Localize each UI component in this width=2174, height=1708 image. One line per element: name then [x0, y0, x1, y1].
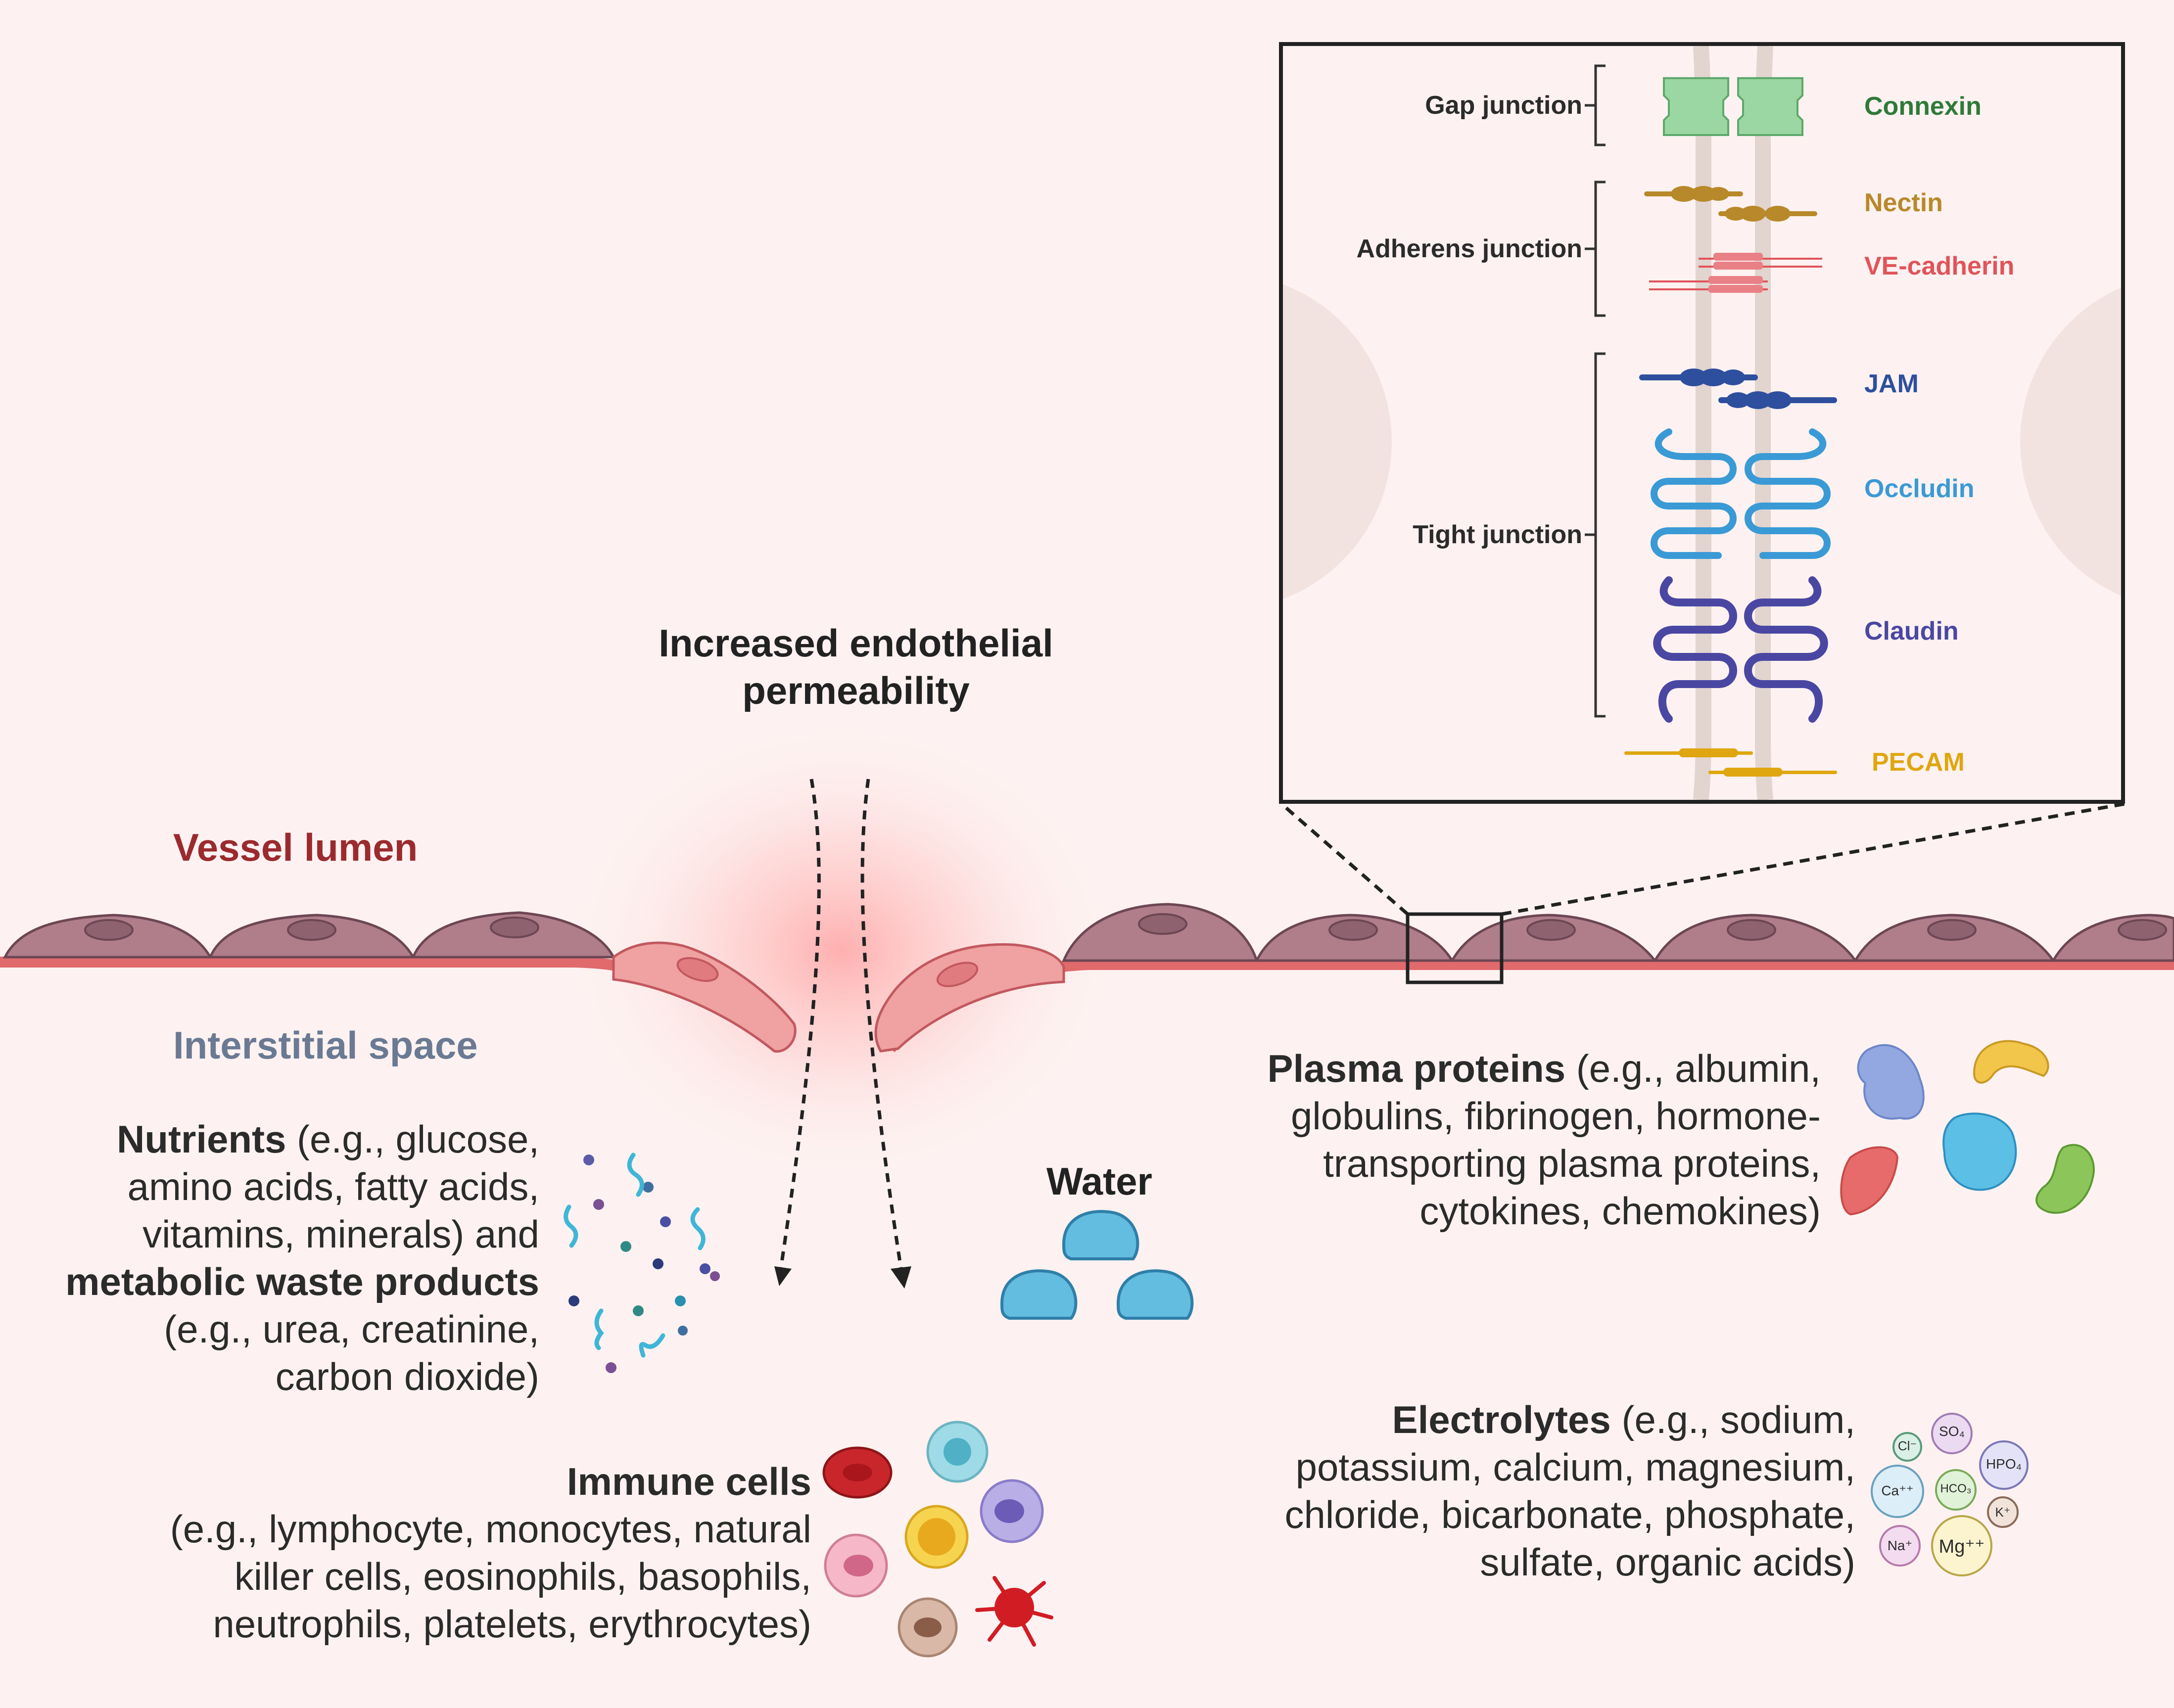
immune-cells-text: Immune cells (e.g., lymphocyte, monocyte… [30, 1458, 811, 1648]
title-line-2: permeability [742, 669, 970, 712]
electrolytes-line-4: sulfate, organic acids) [1480, 1540, 1855, 1584]
vessel-lumen-label: Vessel lumen [173, 826, 418, 869]
arrow-left [777, 779, 821, 1279]
junction-inset: Gap junction Adherens junction Tight jun… [1279, 42, 2125, 804]
tight-junction-label: Tight junction [1413, 520, 1582, 549]
nutrients-line-3: vitamins, minerals) and [142, 1212, 539, 1256]
interstitial-space-label: Interstitial space [173, 1023, 478, 1067]
ion-so4: SO₄ [1939, 1424, 1965, 1439]
ion-cl: Cl⁻ [1897, 1438, 1917, 1453]
jam-label: JAM [1864, 369, 1919, 398]
nutrients-line-5: (e.g., urea, creatinine, [164, 1307, 539, 1351]
water-label: Water [1046, 1159, 1152, 1203]
ion-ca: Ca⁺⁺ [1881, 1483, 1914, 1498]
nectin-shape [1644, 186, 1817, 222]
electrolytes-heading: Electrolytes [1392, 1398, 1611, 1441]
electrolytes-line-3: chloride, bicarbonate, phosphate, [1284, 1493, 1855, 1536]
occludin-shape [1651, 428, 1831, 559]
nectin-label: Nectin [1864, 188, 1943, 217]
plasma-proteins-text: Plasma proteins (e.g., albumin, globulin… [1178, 1045, 1821, 1235]
title-line-1: Increased endothelial [659, 621, 1053, 665]
zoom-box [1406, 912, 1504, 984]
zoom-connector-right [1501, 802, 2126, 916]
nuclei-left [84, 917, 539, 941]
separated-cell-left [612, 941, 797, 1053]
main-title: Increased endothelial permeability [609, 619, 1103, 714]
nutrients-text: Nutrients (e.g., glucose, amino acids, f… [20, 1115, 539, 1400]
electrolytes-text: Electrolytes (e.g., sodium, potassium, c… [1178, 1396, 1855, 1586]
ion-hco3: HCO₃ [1940, 1482, 1972, 1495]
nutrients-line-6: carbon dioxide) [275, 1355, 539, 1398]
membrane-left [1693, 46, 1711, 800]
metabolic-waste-heading: metabolic waste products [65, 1260, 539, 1303]
immune-line-2: (e.g., lymphocyte, monocytes, natural [170, 1507, 811, 1551]
arrow-left-head [774, 1266, 792, 1286]
connexin-shape [1663, 77, 1803, 136]
inset-graphic [1283, 46, 2121, 800]
plasma-line-1: (e.g., albumin, [1565, 1047, 1821, 1090]
occludin-label: Occludin [1864, 474, 1975, 503]
immune-heading: Immune cells [567, 1460, 811, 1503]
membrane-right [1755, 46, 1773, 800]
pecam-label: PECAM [1872, 748, 1965, 777]
claudin-shape [1653, 576, 1828, 723]
ion-mg: Mg⁺⁺ [1938, 1536, 1985, 1557]
electrolytes-line-2: potassium, calcium, magnesium, [1295, 1445, 1855, 1489]
ion-hpo4: HPO₄ [1985, 1456, 2022, 1472]
immune-cell-shapes [822, 1421, 1053, 1658]
plasma-line-4: cytokines, chemokines) [1419, 1189, 1821, 1233]
plasma-line-3: transporting plasma proteins, [1323, 1142, 1821, 1185]
adherens-junction-label: Adherens junction [1356, 234, 1582, 263]
endothelial-cells-right [1062, 903, 2174, 962]
plasma-protein-blobs [1840, 1040, 2095, 1216]
inset-cell-right [2020, 287, 2121, 596]
claudin-label: Claudin [1864, 617, 1959, 646]
nutrients-heading: Nutrients [117, 1117, 286, 1161]
electrolytes-line-1: (e.g., sodium, [1610, 1398, 1855, 1441]
inset-cell-left [1283, 284, 1392, 600]
brackets [1585, 64, 1606, 718]
gap-junction-label: Gap junction [1425, 91, 1582, 120]
nutrients-line-2: amino acids, fatty acids, [127, 1165, 539, 1208]
jam-shape [1639, 369, 1837, 409]
pecam-shape [1624, 748, 1837, 777]
immune-line-4: neutrophils, platelets, erythrocytes) [213, 1602, 811, 1646]
plasma-heading: Plasma proteins [1267, 1047, 1566, 1090]
separated-cell-right [874, 943, 1065, 1053]
nuclei-right [1138, 913, 2167, 941]
plasma-line-2: globulins, fibrinogen, hormone- [1291, 1094, 1821, 1138]
arrow-right-head [891, 1266, 911, 1289]
water-drops [1000, 1210, 1194, 1320]
connexin-label: Connexin [1864, 92, 1982, 121]
ion-k: K⁺ [1995, 1505, 2011, 1520]
nutrient-particles [564, 1153, 720, 1373]
ion-na: Na⁺ [1887, 1538, 1913, 1553]
ve-cadherin-label: VE-cadherin [1864, 252, 2015, 280]
zoom-connector-left [1280, 802, 1409, 916]
ve-cadherin-shape [1649, 253, 1822, 293]
permeability-glow [564, 717, 1118, 1182]
electrolyte-ions [1871, 1413, 2029, 1576]
immune-line-3: killer cells, eosinophils, basophils, [234, 1555, 811, 1598]
nutrients-line-1: (e.g., glucose, [286, 1117, 539, 1161]
